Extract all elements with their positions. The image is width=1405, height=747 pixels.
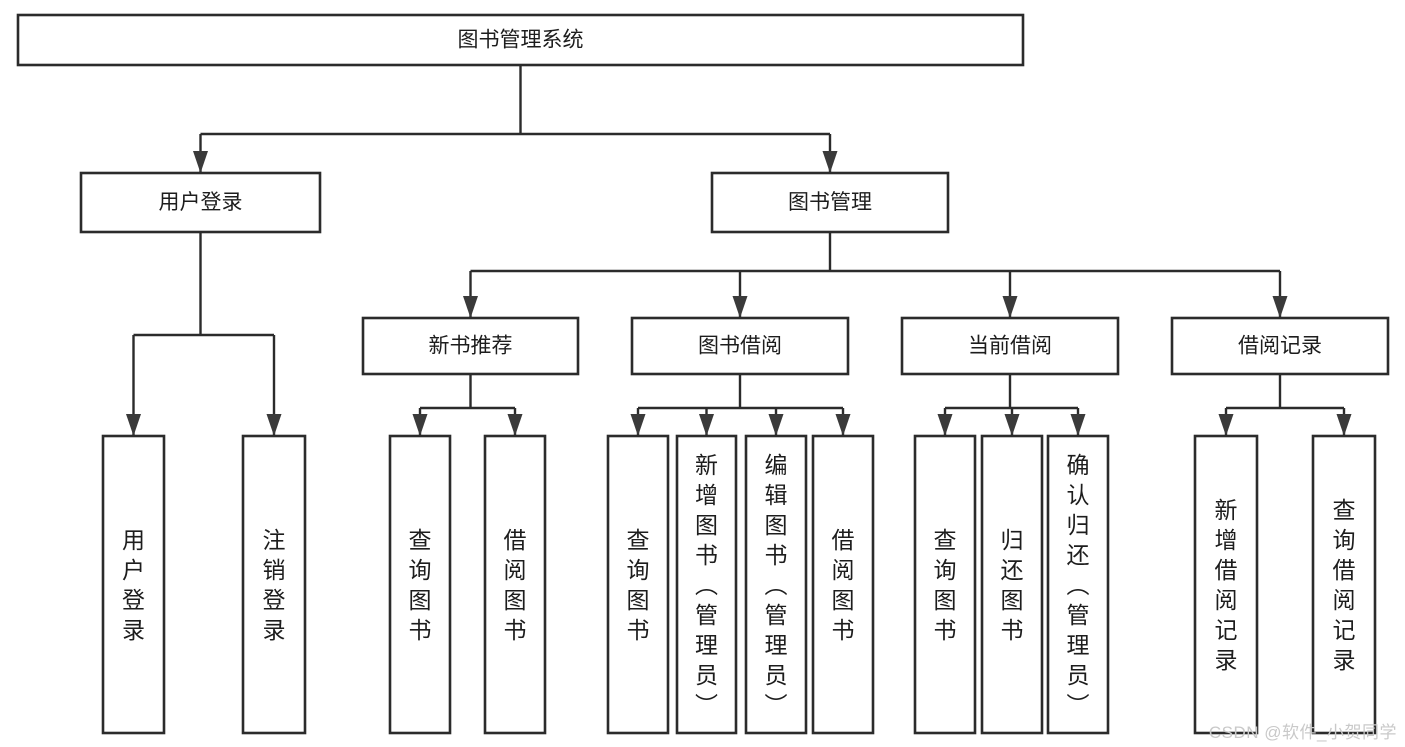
node-label-leaf-borrow-book-2: 借阅图书 <box>832 527 855 643</box>
node-label-new-book-rec: 新书推荐 <box>429 335 513 358</box>
node-current-borrow[interactable]: 当前借阅 <box>900 316 1120 376</box>
node-leaf-user-login[interactable]: 用户登录 <box>101 434 166 735</box>
node-leaf-query-book-1[interactable]: 查询图书 <box>388 434 452 735</box>
node-box-leaf-query-record[interactable] <box>1311 434 1377 735</box>
node-label-book-manage: 图书管理 <box>788 191 872 214</box>
node-root[interactable]: 图书管理系统 <box>16 13 1025 67</box>
node-box-book-manage[interactable] <box>710 171 950 234</box>
node-leaf-borrow-book-2[interactable]: 借阅图书 <box>811 434 875 735</box>
node-box-current-borrow[interactable] <box>900 316 1120 376</box>
node-label-user-login: 用户登录 <box>159 191 243 214</box>
node-leaf-add-book[interactable]: 新增图书︵管理员︶ <box>675 434 738 735</box>
node-label-book-borrow: 图书借阅 <box>698 335 782 358</box>
node-label-leaf-add-book: 新增图书︵管理员︶ <box>695 452 718 718</box>
node-label-leaf-borrow-book-1: 借阅图书 <box>504 527 527 643</box>
node-box-leaf-logout[interactable] <box>241 434 307 735</box>
node-leaf-query-book-3[interactable]: 查询图书 <box>913 434 977 735</box>
node-box-new-book-rec[interactable] <box>361 316 580 376</box>
node-label-leaf-query-book-2: 查询图书 <box>627 527 650 643</box>
node-label-borrow-record: 借阅记录 <box>1238 335 1322 358</box>
node-user-login[interactable]: 用户登录 <box>79 171 322 234</box>
node-box-root[interactable] <box>16 13 1025 67</box>
node-box-leaf-query-book-2[interactable] <box>606 434 670 735</box>
node-box-leaf-query-book-1[interactable] <box>388 434 452 735</box>
node-leaf-return-book[interactable]: 归还图书 <box>980 434 1044 735</box>
node-box-leaf-user-login[interactable] <box>101 434 166 735</box>
node-box-user-login[interactable] <box>79 171 322 234</box>
node-leaf-confirm-return[interactable]: 确认归还︵管理员︶ <box>1046 434 1110 735</box>
node-leaf-edit-book[interactable]: 编辑图书︵管理员︶ <box>744 434 808 735</box>
node-layer: 图书管理系统用户登录图书管理新书推荐图书借阅当前借阅借阅记录用户登录注销登录查询… <box>16 13 1390 735</box>
node-book-borrow[interactable]: 图书借阅 <box>630 316 850 376</box>
watermark-label: CSDN @软件_小贺同学 <box>1208 723 1397 742</box>
node-box-leaf-borrow-book-1[interactable] <box>483 434 547 735</box>
node-leaf-logout[interactable]: 注销登录 <box>241 434 307 735</box>
node-label-leaf-query-record: 查询借阅记录 <box>1333 497 1356 673</box>
node-leaf-borrow-book-1[interactable]: 借阅图书 <box>483 434 547 735</box>
node-leaf-query-book-2[interactable]: 查询图书 <box>606 434 670 735</box>
node-label-leaf-logout: 注销登录 <box>263 527 286 643</box>
connector-layer <box>126 65 1352 436</box>
node-box-leaf-add-book[interactable] <box>675 434 738 735</box>
node-leaf-query-record[interactable]: 查询借阅记录 <box>1311 434 1377 735</box>
node-label-leaf-query-book-3: 查询图书 <box>934 527 957 643</box>
node-label-root: 图书管理系统 <box>458 29 584 52</box>
node-box-borrow-record[interactable] <box>1170 316 1390 376</box>
node-label-leaf-edit-book: 编辑图书︵管理员︶ <box>765 452 788 718</box>
node-borrow-record[interactable]: 借阅记录 <box>1170 316 1390 376</box>
node-label-current-borrow: 当前借阅 <box>968 335 1052 358</box>
node-box-leaf-query-book-3[interactable] <box>913 434 977 735</box>
node-label-leaf-confirm-return: 确认归还︵管理员︶ <box>1067 452 1090 718</box>
node-label-leaf-user-login: 用户登录 <box>122 527 145 643</box>
node-box-leaf-add-record[interactable] <box>1193 434 1259 735</box>
node-book-manage[interactable]: 图书管理 <box>710 171 950 234</box>
node-box-leaf-confirm-return[interactable] <box>1046 434 1110 735</box>
node-box-leaf-borrow-book-2[interactable] <box>811 434 875 735</box>
node-box-leaf-edit-book[interactable] <box>744 434 808 735</box>
node-box-leaf-return-book[interactable] <box>980 434 1044 735</box>
node-label-leaf-return-book: 归还图书 <box>1001 527 1024 643</box>
node-new-book-rec[interactable]: 新书推荐 <box>361 316 580 376</box>
node-label-leaf-add-record: 新增借阅记录 <box>1215 497 1238 673</box>
node-leaf-add-record[interactable]: 新增借阅记录 <box>1193 434 1259 735</box>
node-label-leaf-query-book-1: 查询图书 <box>409 527 432 643</box>
node-box-book-borrow[interactable] <box>630 316 850 376</box>
